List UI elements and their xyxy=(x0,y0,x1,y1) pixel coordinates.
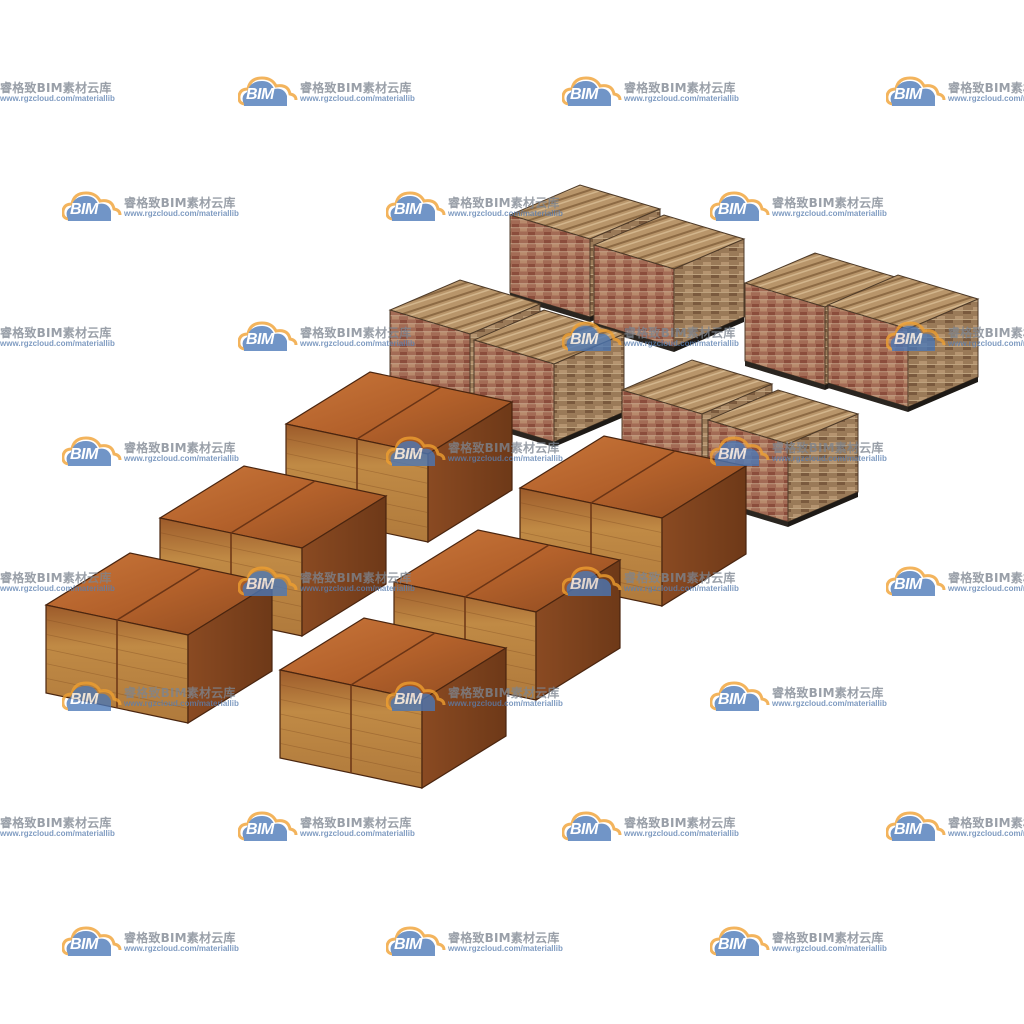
pallet-base-side xyxy=(554,412,624,447)
crate-seam-top xyxy=(356,386,442,440)
crate-grain xyxy=(393,610,537,642)
wooden-crate-5-side-face xyxy=(187,581,273,725)
wooden-crate-6 xyxy=(278,617,508,790)
crate-grain xyxy=(279,698,423,730)
crate-grain xyxy=(45,619,189,651)
crate-grain xyxy=(159,532,303,564)
crate-grain xyxy=(285,467,429,499)
crate-grain xyxy=(45,663,189,695)
wooden-crate-1-side-face xyxy=(427,400,513,544)
crate-grain xyxy=(45,633,189,665)
crate-seam-top xyxy=(116,567,202,621)
pallet-base xyxy=(828,383,908,412)
crate-seam-top xyxy=(464,544,550,598)
crate-grain xyxy=(519,531,663,563)
brick-pallet-4 xyxy=(826,274,980,412)
wooden-crate-3 xyxy=(518,435,748,608)
pallet-base-side xyxy=(674,317,744,352)
wooden-crate-6-side-face xyxy=(421,646,507,790)
crate-grain xyxy=(393,596,537,628)
crate-seam-top xyxy=(590,450,676,504)
crate-grain xyxy=(519,502,663,534)
crate-grain xyxy=(45,648,189,680)
wooden-crate-2-side-face xyxy=(301,494,387,638)
crate-grain xyxy=(285,452,429,484)
wooden-crate-5 xyxy=(44,552,274,725)
crate-grain xyxy=(279,728,423,760)
crate-seam-top xyxy=(350,632,436,686)
pallet-base-side xyxy=(908,377,978,412)
pallet-base xyxy=(745,361,825,390)
pallet-base-side xyxy=(788,492,858,527)
wooden-crate-3-side-face xyxy=(661,464,747,608)
brick-pallet-6 xyxy=(472,309,626,447)
crate-grain xyxy=(519,516,663,548)
crate-seam-top xyxy=(230,480,316,534)
crate-grain xyxy=(279,742,423,774)
pallet-base xyxy=(510,293,590,322)
crate-grain xyxy=(279,713,423,745)
